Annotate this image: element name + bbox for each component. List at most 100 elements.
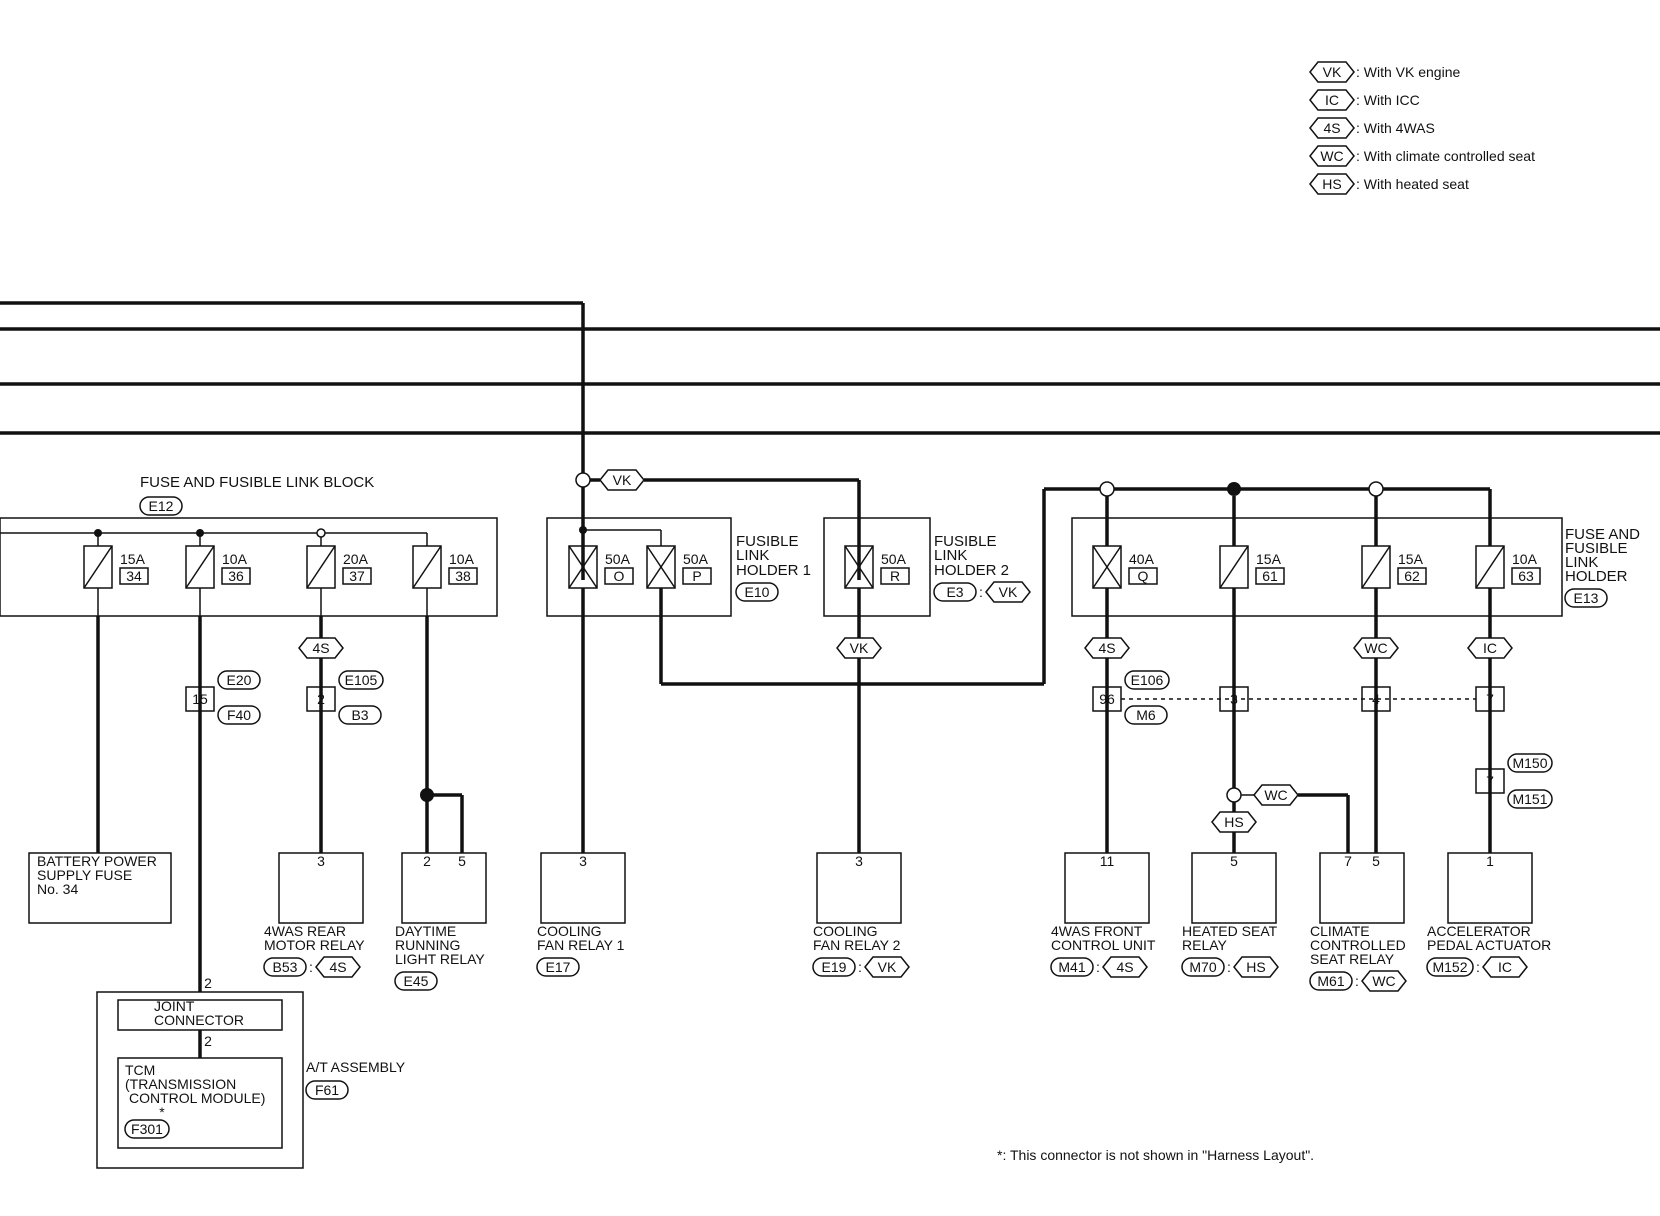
svg-text:VK: VK <box>850 640 869 656</box>
svg-text:VK: VK <box>613 472 632 488</box>
svg-text:3: 3 <box>317 853 325 869</box>
svg-text:LIGHT RELAY: LIGHT RELAY <box>395 951 485 967</box>
svg-text:M151: M151 <box>1512 791 1547 807</box>
svg-text:FAN RELAY 2: FAN RELAY 2 <box>813 937 901 953</box>
svg-text:37: 37 <box>349 568 365 584</box>
svg-text:COOLING: COOLING <box>813 923 878 939</box>
svg-text:IC: IC <box>1498 959 1512 975</box>
svg-text:CLIMATE: CLIMATE <box>1310 923 1370 939</box>
fusible-link-holder-2: 50A R FUSIBLE LINK HOLDER 2 E3 : VK <box>823 517 1031 617</box>
svg-text:38: 38 <box>455 568 471 584</box>
svg-text:VK: VK <box>878 959 897 975</box>
svg-text:: With ICC: : With ICC <box>1356 92 1420 108</box>
svg-text:O: O <box>614 568 625 584</box>
tcm <box>117 1057 283 1149</box>
svg-text:WC: WC <box>1320 148 1343 164</box>
svg-text:E17: E17 <box>546 959 571 975</box>
svg-text:96: 96 <box>1099 691 1115 707</box>
svg-text:E45: E45 <box>404 973 429 989</box>
junction-3: 3 <box>1219 686 1249 712</box>
svg-text:E13: E13 <box>1574 590 1599 606</box>
svg-text:F40: F40 <box>227 707 251 723</box>
svg-text:M70: M70 <box>1189 959 1216 975</box>
svg-text:: With VK engine: : With VK engine <box>1356 64 1460 80</box>
svg-text:4S: 4S <box>1098 640 1115 656</box>
heated-seat-relay: 5 HEATED SEAT RELAY M70 : HS <box>1181 852 1279 978</box>
legend-item-vk: VK : With VK engine <box>1309 61 1460 83</box>
svg-text:CONTROL MODULE): CONTROL MODULE) <box>129 1090 265 1106</box>
svg-text:5: 5 <box>1372 853 1380 869</box>
svg-text:A/T ASSEMBLY: A/T ASSEMBLY <box>306 1059 406 1075</box>
svg-text:: With 4WAS: : With 4WAS <box>1356 120 1435 136</box>
svg-text:15A: 15A <box>120 551 146 567</box>
svg-text:MOTOR RELAY: MOTOR RELAY <box>264 937 365 953</box>
svg-text:50A: 50A <box>881 551 907 567</box>
svg-text:2: 2 <box>317 691 325 707</box>
svg-text:4S: 4S <box>1323 120 1340 136</box>
svg-text:E3: E3 <box>946 584 963 600</box>
svg-text::: : <box>1355 973 1359 989</box>
svg-text:M6: M6 <box>1136 707 1156 723</box>
svg-text:40A: 40A <box>1129 551 1155 567</box>
svg-text:FAN RELAY 1: FAN RELAY 1 <box>537 937 625 953</box>
svg-text:E106: E106 <box>1131 672 1164 688</box>
fuse-holder-e13: 40A Q 15A 61 15A 62 10A 63 FUSE AND FUSI… <box>1044 481 1640 617</box>
svg-text::: : <box>1476 959 1480 975</box>
svg-text:7: 7 <box>1344 853 1352 869</box>
svg-text:VK: VK <box>1323 64 1342 80</box>
svg-text:7: 7 <box>1486 773 1494 789</box>
svg-text:VK: VK <box>999 584 1018 600</box>
svg-text:FUSIBLE: FUSIBLE <box>1565 540 1628 557</box>
svg-text:4S: 4S <box>1116 959 1133 975</box>
4was-front-control-unit: 11 4WAS FRONT CONTROL UNIT M41 : 4S <box>1050 852 1156 978</box>
svg-text:2: 2 <box>204 975 212 991</box>
svg-text:*: * <box>159 1104 165 1120</box>
svg-text:61: 61 <box>1262 568 1278 584</box>
svg-text:10A: 10A <box>449 551 475 567</box>
svg-text:FUSIBLE: FUSIBLE <box>934 533 997 550</box>
svg-text:: With heated seat: : With heated seat <box>1356 176 1469 192</box>
fuse-p: 50A P <box>646 545 712 589</box>
svg-text:WC: WC <box>1264 787 1287 803</box>
svg-text:HS: HS <box>1322 176 1341 192</box>
junction-2: 2 E105 B3 <box>306 670 384 725</box>
svg-text:RUNNING: RUNNING <box>395 937 460 953</box>
svg-text:: With climate controlled seat: : With climate controlled seat <box>1356 148 1535 164</box>
svg-text:HOLDER 1: HOLDER 1 <box>736 562 811 579</box>
svg-text:ACCELERATOR: ACCELERATOR <box>1427 923 1531 939</box>
legend-item-hs: HS : With heated seat <box>1309 173 1469 195</box>
svg-text:WC: WC <box>1364 640 1387 656</box>
svg-text:M41: M41 <box>1058 959 1085 975</box>
legend-item-ic: IC : With ICC <box>1309 89 1420 111</box>
connector-e10 <box>735 582 779 602</box>
svg-text:3: 3 <box>1230 691 1238 707</box>
svg-text:36: 36 <box>228 568 244 584</box>
svg-text:SEAT RELAY: SEAT RELAY <box>1310 951 1395 967</box>
svg-text:62: 62 <box>1404 568 1420 584</box>
svg-text:HS: HS <box>1246 959 1265 975</box>
daytime-running-light-relay: 2 5 DAYTIME RUNNING LIGHT RELAY E45 <box>394 852 487 991</box>
bus-lines <box>0 301 1660 580</box>
svg-text:63: 63 <box>1518 568 1534 584</box>
svg-text:IC: IC <box>1325 92 1339 108</box>
svg-text::: : <box>1227 959 1231 975</box>
legend-item-wc: WC : With climate controlled seat <box>1309 145 1535 167</box>
legend-item-4s: 4S : With 4WAS <box>1309 117 1435 139</box>
svg-text:15A: 15A <box>1256 551 1282 567</box>
svg-text:Q: Q <box>1138 568 1149 584</box>
svg-text:2: 2 <box>423 853 431 869</box>
svg-text:LINK: LINK <box>736 547 769 564</box>
svg-text:3: 3 <box>855 853 863 869</box>
svg-text:FUSE AND: FUSE AND <box>1565 526 1640 543</box>
svg-text:4: 4 <box>1372 691 1380 707</box>
svg-text:15A: 15A <box>1398 551 1424 567</box>
connector-e12 <box>139 496 183 516</box>
fuse-61: 15A 61 <box>1219 545 1285 589</box>
svg-text:CONNECTOR: CONNECTOR <box>154 1012 244 1028</box>
svg-text:LINK: LINK <box>934 547 967 564</box>
svg-text:CONTROLLED: CONTROLLED <box>1310 937 1406 953</box>
svg-text:(TRANSMISSION: (TRANSMISSION <box>125 1076 236 1092</box>
svg-text:M150: M150 <box>1512 755 1547 771</box>
svg-text:3: 3 <box>579 853 587 869</box>
